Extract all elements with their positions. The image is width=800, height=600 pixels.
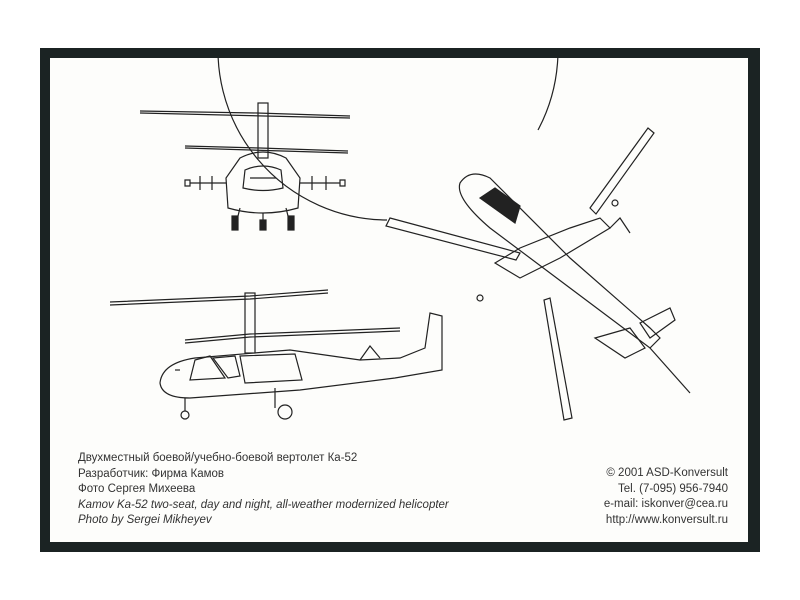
caption-en-title: Kamov Ka-52 two-seat, day and night, all…: [78, 498, 449, 511]
website-text: http://www.konversult.ru: [605, 513, 728, 526]
caption-ru-photo: Фото Сергея Михеева: [78, 483, 196, 496]
ka52-drawings: [109, 58, 691, 421]
top-view-drawing: [217, 58, 691, 421]
caption-ru-title: Двухместный боевой/учебно-боевой вертоле…: [78, 452, 358, 464]
copyright-text: © 2001 ASD-Konversult: [606, 467, 728, 479]
postcard-face: Двухместный боевой/учебно-боевой вертоле…: [50, 58, 748, 542]
caption-block: Двухместный боевой/учебно-боевой вертоле…: [78, 451, 449, 529]
side-view-drawing: [109, 289, 443, 420]
phone-text: Tel. (7-095) 956-7940: [618, 482, 728, 495]
publisher-block: © 2001 ASD-Konversult Tel. (7-095) 956-7…: [604, 466, 728, 528]
front-view-drawing: [139, 102, 351, 231]
email-text: e-mail: iskonver@cea.ru: [603, 498, 728, 511]
caption-en-photo: Photo by Sergei Mikheyev: [78, 514, 212, 527]
postcard-frame: Двухместный боевой/учебно-боевой вертоле…: [40, 48, 760, 552]
caption-ru-developer: Разработчик: Фирма Камов: [78, 467, 225, 480]
